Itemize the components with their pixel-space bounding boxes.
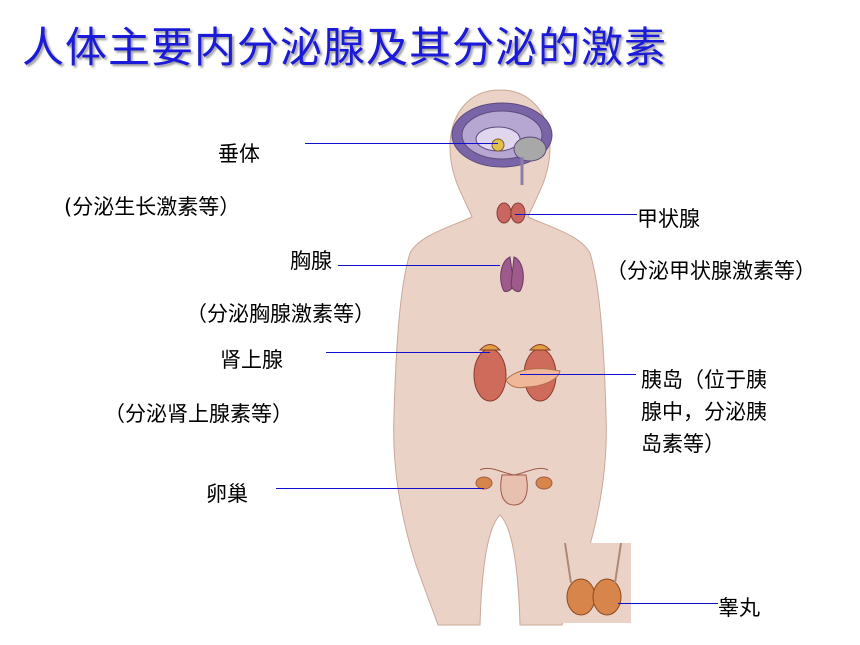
thyroid-label: 甲状腺 xyxy=(637,207,700,231)
thymus-note: （分泌胸腺激素等） xyxy=(186,302,375,326)
testis-inset xyxy=(555,543,631,623)
thymus-leader-line xyxy=(338,265,500,266)
body-figure xyxy=(393,89,607,626)
islets-leader-line xyxy=(520,374,636,375)
thymus-icon xyxy=(500,256,524,292)
thyroid-icon xyxy=(496,202,526,224)
pancreas-icon xyxy=(505,368,561,389)
ovary-leader-line xyxy=(276,488,484,489)
page-title: 人体主要内分泌腺及其分泌的激素 xyxy=(22,23,668,72)
pituitary-note: (分泌生长激素等） xyxy=(64,195,241,219)
pituitary-icon xyxy=(491,138,505,152)
adrenal-label: 肾上腺 xyxy=(220,348,283,372)
thyroid-note: （分泌甲状腺激素等） xyxy=(606,259,816,283)
islets-label-line1: 胰岛（位于胰 xyxy=(641,368,767,392)
thyroid-leader-line xyxy=(515,214,637,215)
thymus-label: 胸腺 xyxy=(290,249,332,273)
testis-leader-line xyxy=(618,603,718,604)
testis-icon xyxy=(566,578,622,616)
ovary-label: 卵巢 xyxy=(206,482,248,506)
pituitary-leader-line xyxy=(305,143,498,144)
islets-label-line3: 岛素等） xyxy=(641,432,725,456)
uterus-ovary-icon xyxy=(475,467,553,506)
adrenal-leader-line xyxy=(326,352,490,353)
brain-icon xyxy=(451,102,553,185)
adrenal-note: （分泌肾上腺素等） xyxy=(104,402,293,426)
testis-label: 睾丸 xyxy=(718,596,760,620)
pituitary-label: 垂体 xyxy=(218,142,260,166)
islets-label-line2: 腺中，分泌胰 xyxy=(641,400,767,424)
